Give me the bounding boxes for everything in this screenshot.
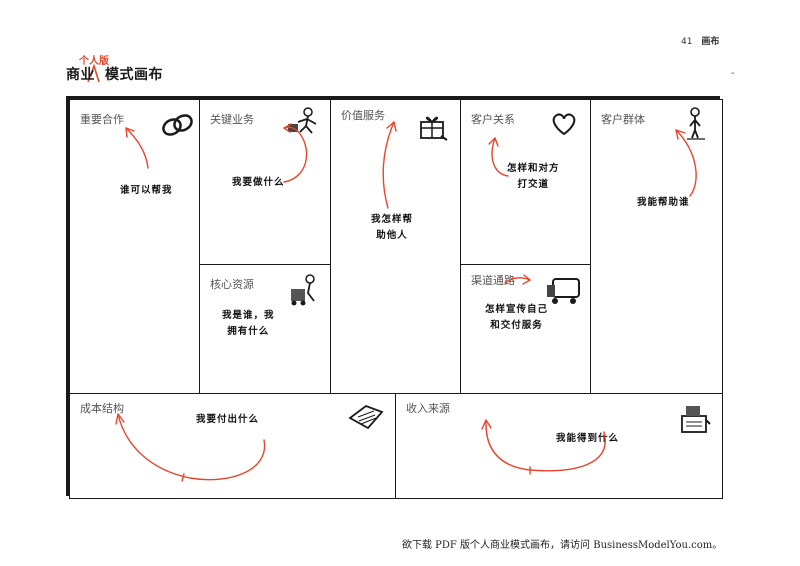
customer-relationships-label: 客户关系 xyxy=(471,113,515,126)
caret-mark-icon xyxy=(87,63,100,83)
cash-register-icon xyxy=(681,406,711,433)
value-propositions-label: 价值服务 xyxy=(341,109,385,122)
heart-icon xyxy=(552,113,576,136)
key-partners-hint: 谁可以帮我 xyxy=(120,185,173,196)
chain-link-icon xyxy=(162,114,193,136)
page-title: 商业模式画布 xyxy=(66,64,163,84)
truck-icon xyxy=(547,278,580,304)
title-part-1: 商业 xyxy=(66,67,95,83)
forklift-icon xyxy=(291,274,315,306)
customer-relationships-cell[interactable]: 客户关系 怎样和对方 打交道 xyxy=(460,99,591,265)
value-propositions-cell[interactable]: 价值服务 我怎样帮 助他人 xyxy=(330,99,461,394)
value-propositions-hint: 我怎样帮 助他人 xyxy=(371,214,414,241)
revenue-streams-hint: 我能得到什么 xyxy=(556,433,620,444)
key-resources-cell[interactable]: 核心资源 我是谁，我 拥有什么 xyxy=(199,264,331,394)
page-number-area: 41 画布 xyxy=(681,34,719,47)
channels-cell[interactable]: 渠道通路 怎样宣传自己 和交付服务 xyxy=(460,264,591,394)
gift-icon xyxy=(420,116,448,141)
customer-segments-cell[interactable]: 客户群体 我能帮助谁 xyxy=(590,99,723,394)
section-label: 画布 xyxy=(701,37,720,47)
revenue-streams-label: 收入来源 xyxy=(406,402,450,415)
footer-note: 欲下载 PDF 版个人商业模式画布，请访问 BusinessModelYou.c… xyxy=(402,540,723,551)
worker-icon xyxy=(288,107,317,134)
cost-structure-hint: 我要付出什么 xyxy=(196,414,260,425)
key-partners-cell[interactable]: 重要合作 谁可以帮我 xyxy=(69,99,200,394)
customer-relationships-hint: 怎样和对方 打交道 xyxy=(507,163,560,190)
price-tag-icon xyxy=(348,404,384,430)
customer-segments-label: 客户群体 xyxy=(601,113,645,126)
cost-structure-label: 成本结构 xyxy=(80,402,124,415)
edit-insert-text: 个人版 xyxy=(79,56,109,67)
revenue-streams-cell[interactable]: 收入来源 我能得到什么 xyxy=(395,393,723,499)
page-number: 41 xyxy=(681,37,693,47)
key-activities-label: 关键业务 xyxy=(210,113,254,126)
title-part-2: 模式画布 xyxy=(105,67,163,83)
channels-label: 渠道通路 xyxy=(471,274,515,287)
key-resources-label: 核心资源 xyxy=(210,278,254,291)
business-model-canvas: 重要合作 谁可以帮我 关键业务 我要做什么 核心资源 我是 xyxy=(66,96,723,499)
cost-structure-cell[interactable]: 成本结构 我要付出什么 xyxy=(69,393,396,499)
key-activities-hint: 我要做什么 xyxy=(232,177,285,188)
channels-hint: 怎样宣传自己 和交付服务 xyxy=(485,304,549,331)
key-activities-cell[interactable]: 关键业务 我要做什么 xyxy=(199,99,331,265)
person-icon xyxy=(687,107,705,140)
margin-dash: - xyxy=(731,68,735,79)
key-partners-label: 重要合作 xyxy=(80,113,124,126)
key-resources-hint: 我是谁，我 拥有什么 xyxy=(222,310,275,337)
customer-segments-hint: 我能帮助谁 xyxy=(637,197,690,208)
